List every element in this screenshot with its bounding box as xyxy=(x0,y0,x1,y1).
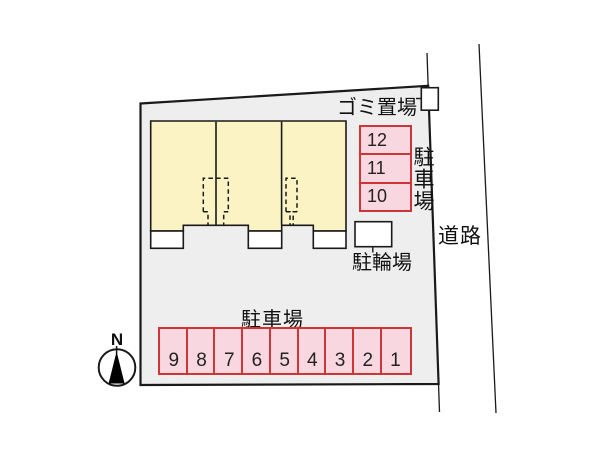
road-label: 道路 xyxy=(438,225,482,248)
parking-space-number: 1 xyxy=(390,350,401,372)
parking-cell-divider xyxy=(352,328,355,374)
parking-space-number: 4 xyxy=(307,350,318,372)
parking-bottom-label: 駐車場 xyxy=(241,309,304,331)
parking-cell-divider xyxy=(268,328,271,374)
parking-space-number: 5 xyxy=(279,350,290,372)
parking-cell-divider xyxy=(324,328,327,374)
parking-space-number: 10 xyxy=(367,186,388,207)
stair-dashed-outline-1 xyxy=(202,177,230,226)
bicycle-parking-label: 駐輪場 xyxy=(352,252,412,274)
parking-space-number: 8 xyxy=(196,350,207,372)
bicycle-parking-box xyxy=(354,220,393,248)
parking-cell-divider xyxy=(379,328,382,374)
parking-space-number: 3 xyxy=(334,350,346,372)
compass-needle-icon xyxy=(108,351,125,384)
garbage-box xyxy=(420,86,440,111)
parking-cell-divider xyxy=(296,328,299,374)
building-footprint xyxy=(149,120,347,232)
road-right-edge-line xyxy=(478,43,497,414)
stair-dashed-outline-2 xyxy=(285,177,298,226)
parking-cell-divider xyxy=(241,328,244,374)
parking-space-number: 9 xyxy=(168,350,180,372)
parking-space-number: 12 xyxy=(367,130,388,150)
parking-space-number: 2 xyxy=(362,350,374,372)
parking-right-label: 駐車場 xyxy=(411,146,434,212)
parking-space-number: 7 xyxy=(223,350,235,372)
garbage-area-label: ゴミ置場 xyxy=(337,97,417,119)
compass-north-label: N xyxy=(110,330,124,349)
parking-cell-divider xyxy=(361,153,411,156)
parking-space-number: 11 xyxy=(367,158,386,178)
parking-cell-divider xyxy=(213,328,216,374)
building-porch-1 xyxy=(149,230,185,250)
parking-column-right: 12 11 10 xyxy=(359,125,413,212)
parking-row-bottom: 9 8 7 6 5 4 3 2 1 xyxy=(158,326,412,376)
building-porch-3 xyxy=(312,230,347,250)
parking-cell-divider xyxy=(361,181,411,184)
parking-cell-divider xyxy=(185,328,188,374)
parking-space-number: 6 xyxy=(251,350,263,372)
building-porch-2 xyxy=(247,230,283,250)
